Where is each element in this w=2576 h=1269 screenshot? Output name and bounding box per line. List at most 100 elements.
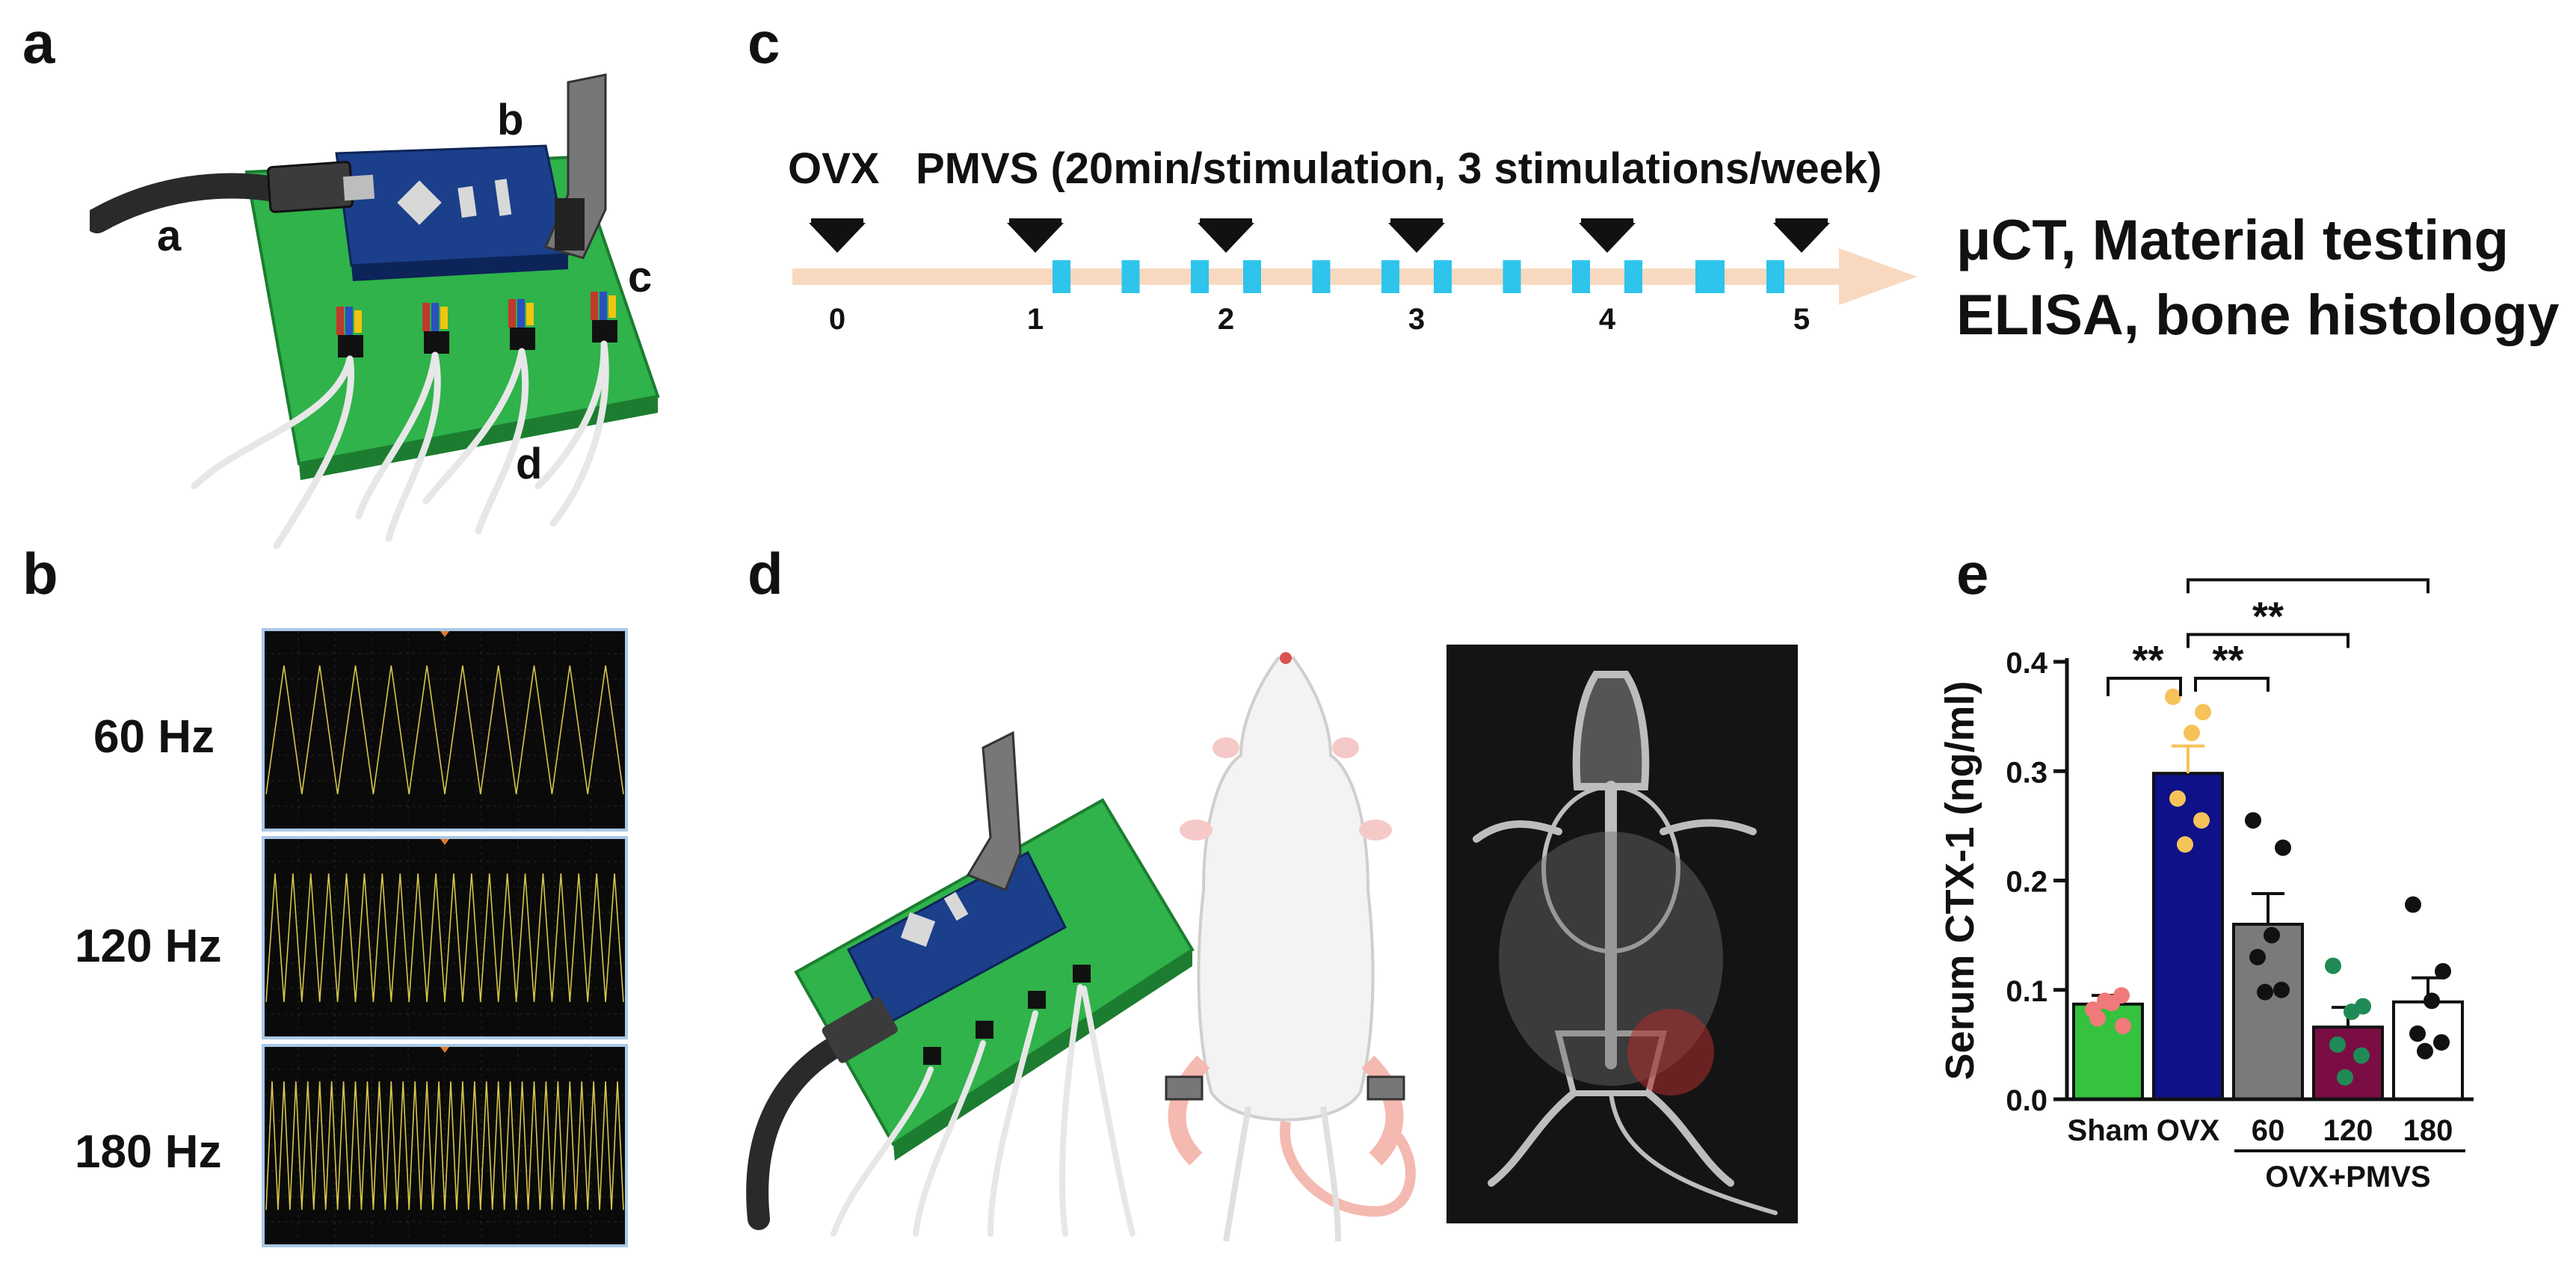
significance-label: **: [2132, 638, 2163, 683]
time-marker-cap: [1775, 218, 1828, 226]
stimulation-session: [1312, 260, 1331, 293]
data-point: [2417, 1042, 2433, 1060]
usb-plug: [266, 161, 354, 213]
data-point: [2337, 1069, 2353, 1086]
significance-label: **: [2212, 638, 2243, 683]
usb-plug: [822, 997, 898, 1063]
usb-cable: [90, 173, 297, 233]
significance-bracket: [2194, 676, 2270, 692]
xray-image: [1446, 645, 1798, 1223]
data-point: [2433, 1033, 2450, 1051]
stimulation-session: [1053, 260, 1070, 293]
data-point: [2193, 812, 2210, 829]
data-point: [2115, 1018, 2131, 1035]
stimulation-session: [1766, 260, 1784, 293]
x-tick-label: 180: [2403, 1114, 2453, 1147]
scope-screen: [262, 1044, 628, 1247]
trace-label-180: 180 Hz: [75, 1126, 222, 1178]
scope-trigger-marker: [440, 839, 449, 845]
data-point: [2344, 1004, 2360, 1020]
time-marker-cap: [811, 218, 863, 226]
time-tick-label: 1: [1027, 303, 1044, 336]
y-axis-label: Serum CTX-1 (ng/ml): [1938, 680, 1982, 1080]
callout-a: a: [157, 212, 182, 260]
time-marker-4: [1579, 223, 1636, 253]
scope-trace-120-Hz: [265, 873, 624, 1003]
outcome-line-2: ELISA, bone histology: [1956, 283, 2560, 347]
stimulation-session: [1121, 260, 1140, 293]
data-point: [2273, 981, 2290, 998]
hind-limb-right: [1361, 1055, 1404, 1166]
data-point: [2169, 790, 2186, 807]
data-point: [2325, 957, 2341, 974]
time-tick-label: 5: [1793, 303, 1810, 336]
timeline-protocol-label: PMVS (20min/stimulation, 3 stimulations/…: [916, 144, 1882, 193]
outcome-line-1: μCT, Material testing: [1956, 209, 2509, 272]
time-marker-1: [1007, 223, 1064, 253]
clip-left: [1165, 1075, 1204, 1101]
data-point: [2435, 962, 2451, 980]
panel-label-c: c: [748, 10, 780, 76]
panel-label-d: d: [748, 541, 783, 606]
stimulation-session: [1707, 260, 1725, 293]
data-point: [2329, 1036, 2346, 1053]
scope-screen: [262, 628, 628, 832]
stimulation-session: [1191, 260, 1209, 293]
callout-b: b: [497, 96, 523, 144]
y-tick-label: 0.0: [2006, 1084, 2047, 1117]
time-tick-label: 3: [1408, 303, 1425, 336]
wires: [191, 340, 609, 550]
oscilloscope-panel: [262, 628, 628, 1247]
timeline-arrowhead: [1839, 248, 1917, 305]
stimulation-session: [1572, 260, 1590, 293]
significance-bracket: [2107, 676, 2182, 696]
time-marker-cap: [1200, 218, 1252, 226]
rat-illustration: [1165, 652, 1416, 1241]
x-tick-label: Sham: [2068, 1114, 2149, 1147]
actuator-clips: [336, 292, 617, 357]
data-point: [2195, 704, 2211, 721]
trace-label-60: 60 Hz: [93, 711, 215, 763]
data-point: [2353, 1047, 2370, 1064]
data-point: [2177, 836, 2193, 853]
scope-trace-180-Hz: [265, 1081, 624, 1211]
stimulation-session: [1381, 260, 1399, 293]
bar-120: [2312, 1025, 2384, 1101]
significance-bracket: [2187, 633, 2349, 648]
ribbon-connector: [966, 731, 1022, 891]
actuator-clips: [923, 965, 1091, 1065]
time-marker-0: [809, 223, 866, 253]
data-point: [2089, 1010, 2106, 1027]
time-marker-2: [1198, 223, 1254, 253]
driver-module: [335, 144, 570, 267]
bar-60: [2232, 923, 2304, 1101]
x-tick-label: 120: [2323, 1114, 2373, 1147]
data-point: [2113, 987, 2130, 1004]
significance-label: **: [2252, 594, 2284, 639]
timeline-start-label: OVX: [788, 144, 880, 193]
data-point: [2264, 927, 2280, 944]
data-point: [2249, 948, 2266, 965]
significance-label: **: [2262, 576, 2293, 584]
hind-limb-left: [1168, 1055, 1210, 1166]
panel-label-e: e: [1956, 541, 1989, 606]
bar-OVX: [2152, 772, 2224, 1101]
time-marker-5: [1773, 223, 1830, 253]
callout-d: d: [516, 440, 542, 488]
time-marker-3: [1388, 223, 1445, 253]
time-marker-cap: [1390, 218, 1443, 226]
bar-Sham: [2072, 1002, 2144, 1101]
data-point: [2275, 839, 2291, 856]
stimulation-session: [1624, 260, 1642, 293]
scope-trace-60-Hz: [265, 665, 624, 795]
y-tick-label: 0.1: [2006, 975, 2047, 1008]
scope-trigger-marker: [440, 631, 449, 637]
stimulation-session: [1243, 260, 1261, 293]
rat-tail: [1279, 1120, 1416, 1217]
rat-body: [1197, 657, 1375, 1122]
data-point: [2424, 992, 2440, 1010]
data-point: [2165, 688, 2181, 705]
time-tick-label: 0: [829, 303, 845, 336]
stimulation-session: [1434, 260, 1452, 293]
